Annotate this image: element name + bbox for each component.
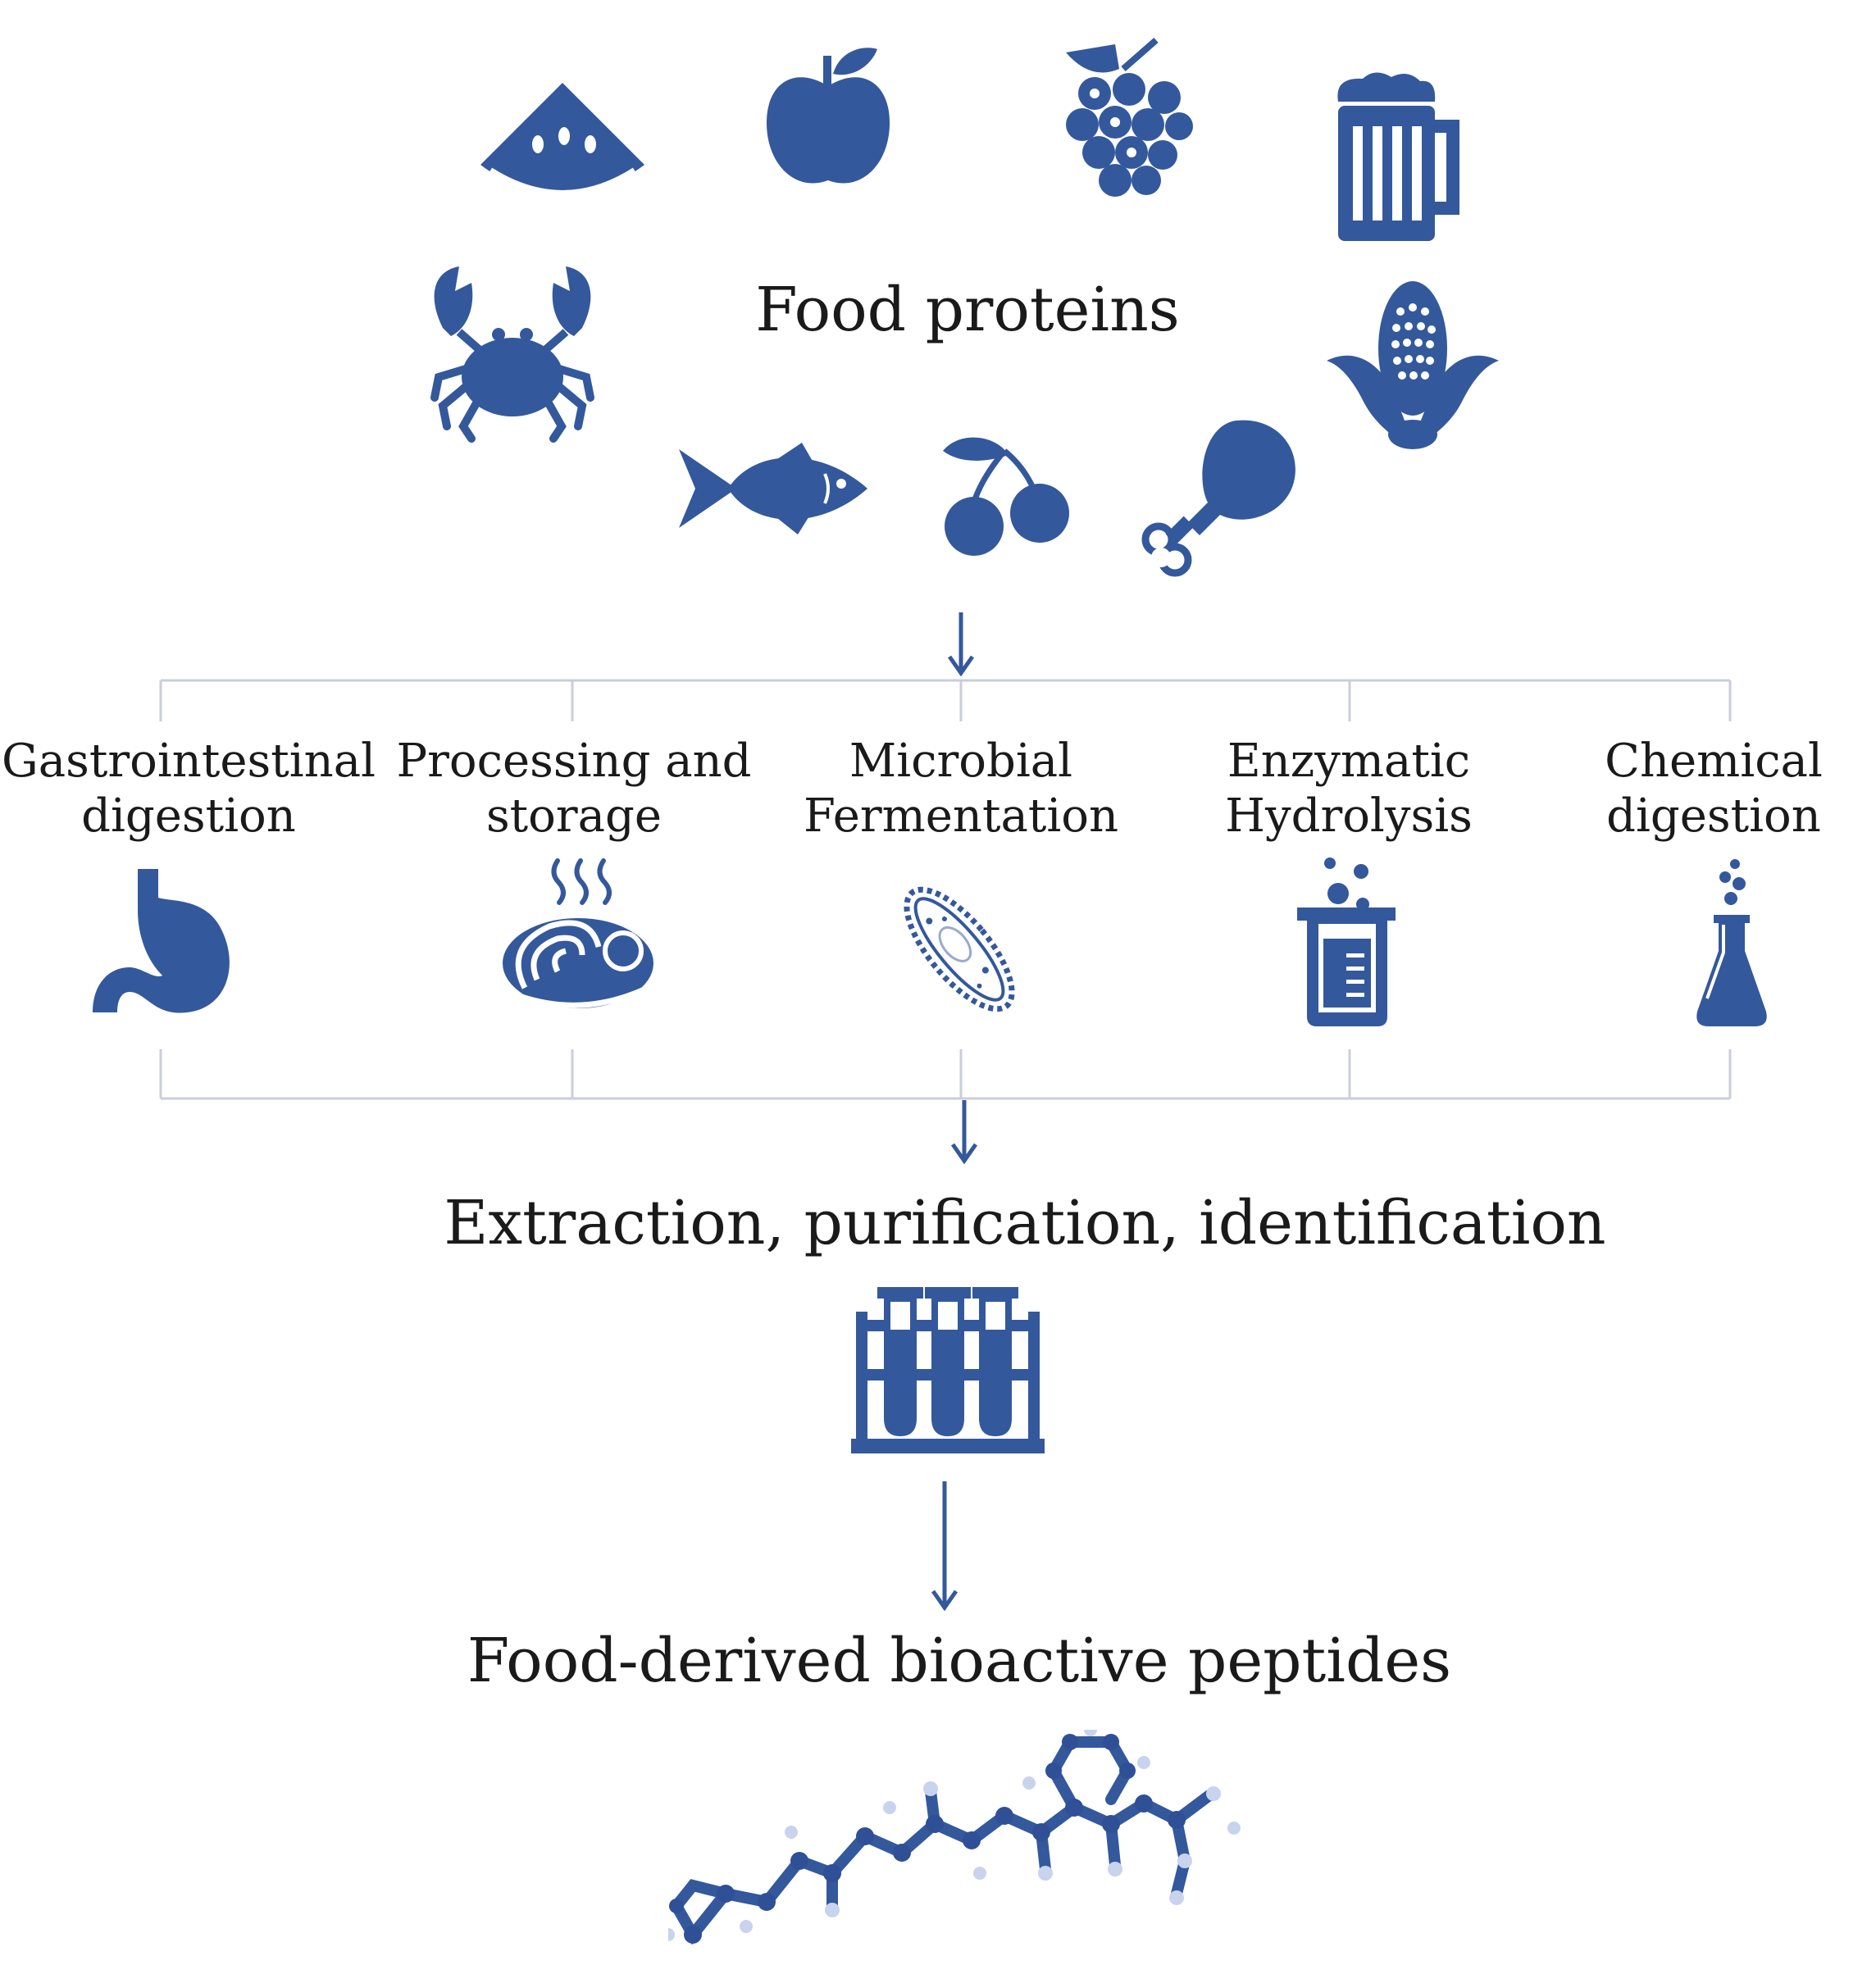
arrow-to-extraction [950, 1100, 978, 1164]
method-gastrointestinal-label: Gastrointestinal digestion [2, 735, 376, 844]
method-processing-label: Processing and storage [396, 735, 752, 844]
test-tube-rack-icon [851, 1287, 1045, 1455]
stomach-icon [89, 869, 236, 1017]
grapes-icon [1050, 36, 1197, 200]
bacterium-icon [894, 876, 1025, 1023]
arrow-to-methods [947, 612, 975, 676]
watermelon-icon [472, 79, 653, 210]
crab-icon [426, 262, 599, 443]
beaker-icon [1297, 857, 1400, 1029]
arrow-to-peptides [931, 1481, 958, 1611]
source-title: Food proteins [755, 275, 1180, 345]
fish-icon [679, 441, 872, 536]
result-title: Food-derived bioactive peptides [467, 1626, 1452, 1696]
method-fermentation-label: Microbial Fermentation [803, 735, 1119, 844]
method-chemical-label: Chemical digestion [1605, 735, 1823, 844]
apple-icon [763, 41, 894, 193]
flask-icon [1694, 859, 1769, 1031]
method-enzymatic-label: Enzymatic Hydrolysis [1225, 735, 1473, 844]
beer-mug-icon [1330, 69, 1461, 245]
cherries-icon [935, 434, 1074, 557]
hot-dish-icon [500, 857, 660, 1021]
process-title: Extraction, purification, identification [444, 1188, 1606, 1258]
chicken-leg-icon [1138, 416, 1302, 580]
peptide-molecule-icon [668, 1730, 1242, 1951]
corn-icon [1327, 279, 1499, 451]
